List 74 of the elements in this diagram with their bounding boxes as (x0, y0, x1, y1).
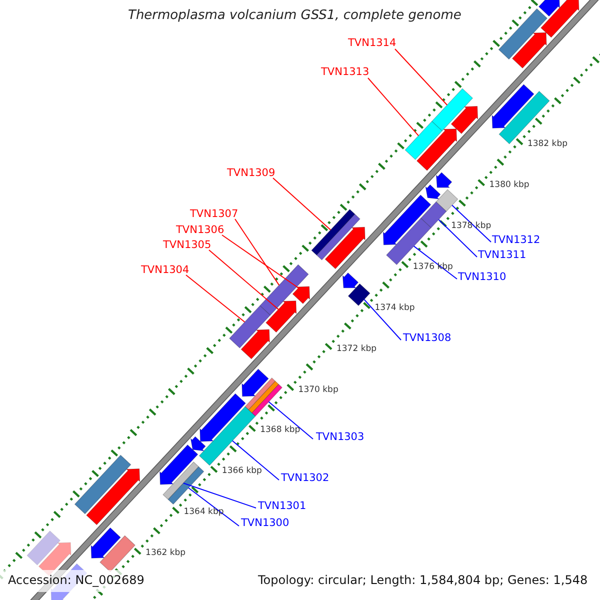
scale-label: 1372 kbp (336, 344, 377, 354)
gene-block (416, 128, 458, 171)
leader-line (222, 234, 299, 288)
gene-label: TVN1310 (458, 272, 506, 282)
gene-block (292, 286, 310, 304)
scale-label: 1378 kbp (451, 222, 492, 230)
gene-bar (420, 201, 447, 228)
gene-label: TVN1303 (316, 432, 364, 442)
gene-label: TVN1314 (348, 38, 396, 48)
leader-line (232, 440, 280, 480)
gene-label: TVN1309 (227, 168, 276, 178)
scale-label: 1366 kbp (222, 467, 262, 476)
gene-bar (100, 535, 136, 572)
leader-line (452, 204, 492, 242)
gene-label: TVN1304 (141, 265, 190, 276)
gene-label: TVN1312 (492, 235, 540, 246)
scale-label: 1382 kbp (527, 140, 568, 148)
gene-block (190, 436, 206, 452)
gene-block (436, 172, 452, 188)
gene-block (240, 329, 270, 360)
scale-label: 1374 kbp (374, 304, 415, 312)
leader-line (188, 487, 240, 526)
leader-line (368, 78, 419, 136)
gene-label: TVN1301 (258, 501, 306, 512)
gene-block (538, 0, 560, 17)
scale-label: 1368 kbp (260, 426, 300, 435)
gene-bar (498, 8, 548, 60)
leader-line (268, 401, 314, 440)
leader-line (364, 299, 402, 340)
scale-label: 1380 kbp (489, 180, 530, 190)
leader-line (272, 178, 332, 230)
gene-block (425, 184, 441, 200)
gene-bar (74, 454, 132, 514)
gene-block (540, 0, 580, 38)
gene-label: TVN1311 (478, 250, 526, 260)
gene-block (342, 272, 359, 288)
gene-bar (244, 378, 283, 417)
leader-line (413, 246, 458, 280)
gene-block (86, 468, 140, 526)
gene-block (382, 194, 432, 246)
gene-label: TVN1313 (321, 67, 370, 78)
leader-line (208, 250, 279, 310)
gene-block (512, 32, 547, 68)
gene-bar (198, 406, 256, 466)
gene-label: TVN1300 (241, 518, 290, 528)
gene-label: TVN1306 (176, 225, 224, 236)
gene-bar (168, 466, 204, 505)
gene-label: TVN1307 (190, 209, 238, 220)
gene-bar (404, 120, 443, 160)
gene-label: TVN1308 (403, 333, 452, 344)
gene-block (242, 368, 269, 397)
gene-label: TVN1302 (281, 473, 330, 484)
gene-bar (431, 88, 474, 132)
gene-bar (162, 462, 200, 500)
gene-block (159, 444, 198, 485)
gene-bar (229, 305, 271, 348)
scale-label: 1362 kbp (146, 549, 186, 558)
leader-line (438, 219, 478, 258)
gene-bar (260, 264, 309, 316)
gene-bar (26, 530, 61, 566)
map-title: Thermoplasma volcanium GSS1, complete genome (128, 9, 462, 22)
leader-line (394, 48, 448, 106)
gene-bar (498, 90, 550, 144)
gene-block (492, 84, 534, 128)
scale-label: 1370 kbp (298, 386, 338, 394)
gene-block (450, 106, 478, 134)
gene-block (324, 226, 366, 270)
genome-summary: Topology: circular; Length: 1,584,804 bp; Genes: 1,548 (256, 574, 590, 586)
gene-label: TVN1305 (163, 240, 212, 250)
gene-block (200, 393, 246, 442)
gene-block (90, 527, 121, 558)
leader-line (234, 218, 280, 286)
gene-block (266, 300, 297, 333)
leader-line (182, 482, 256, 508)
